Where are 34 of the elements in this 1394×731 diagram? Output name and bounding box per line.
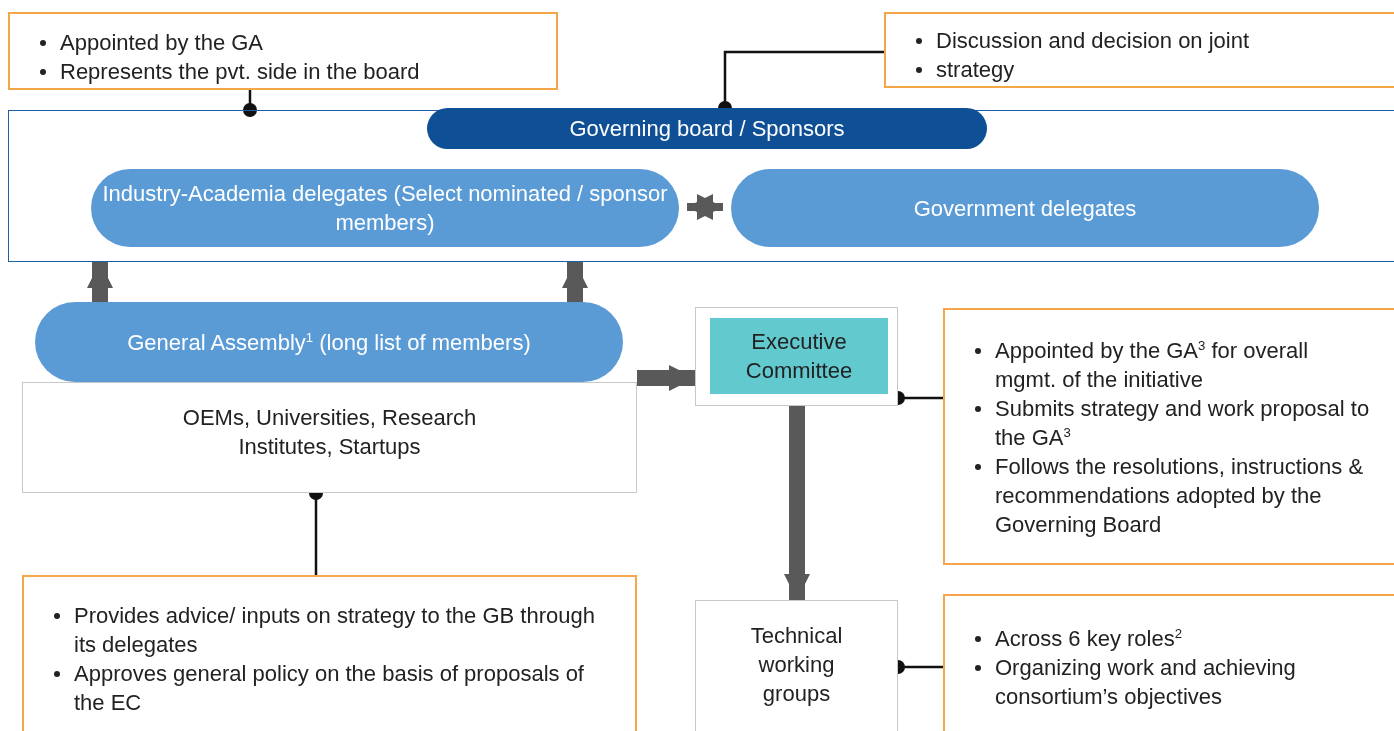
callout-box bbox=[884, 12, 1394, 88]
bar-label: General Assembly$^{1}$ (long list of members) bbox=[127, 328, 531, 357]
bullet-text: Organizing work and achieving consortium’s objectives bbox=[995, 655, 1296, 709]
bullet-text: Discussion and decision on joint bbox=[936, 28, 1250, 53]
callout-box bbox=[943, 308, 1394, 565]
bar-label: Industry-Academia delegates (Select nominated / sponsor members) bbox=[101, 180, 669, 237]
bullet-text: Represents the pvt. side in the board bbox=[60, 59, 420, 84]
box-label: Executive Committee bbox=[744, 328, 854, 385]
bullet-text: Appointed by the GA bbox=[60, 30, 264, 55]
block-arrow bbox=[784, 406, 810, 600]
rounded-bar bbox=[427, 108, 987, 149]
callout-box bbox=[943, 594, 1394, 731]
outline-frame bbox=[8, 110, 1394, 262]
bar-label: Government delegates bbox=[913, 194, 1137, 223]
block-arrow bbox=[87, 262, 113, 302]
bullet-text: Follows the resolutions, instructions & recommendations adopted by the Governing Board bbox=[995, 454, 1364, 537]
committee-box bbox=[710, 318, 888, 394]
leader-line bbox=[243, 90, 257, 117]
block-arrow bbox=[562, 262, 588, 302]
callout-box bbox=[22, 575, 637, 731]
text-box bbox=[22, 382, 637, 493]
box-text: OEMs, Universities, Research Institutes, Startups bbox=[181, 404, 478, 461]
box-text: Technical working groups bbox=[749, 622, 844, 708]
bullet-text: Submits strategy and work proposal to the GA$^{3}$ bbox=[995, 396, 1370, 450]
bar-label: Governing board / Sponsors bbox=[569, 115, 845, 143]
callout-box bbox=[8, 12, 558, 90]
outline-frame bbox=[695, 307, 898, 406]
bullet-text: Provides advice/ inputs on strategy to the GB through its delegates bbox=[74, 603, 595, 657]
bullet-text: Approves general policy on the basis of proposals of the EC bbox=[74, 661, 584, 715]
bullet-text: Appointed by the GA$^{3}$ for overall mgmt. of the initiative bbox=[995, 338, 1309, 392]
bullet-text: Across 6 key roles$^{2}$ bbox=[995, 626, 1183, 651]
block-arrow bbox=[637, 365, 695, 391]
bullet-text: strategy bbox=[936, 57, 1015, 82]
text-box bbox=[695, 600, 898, 731]
